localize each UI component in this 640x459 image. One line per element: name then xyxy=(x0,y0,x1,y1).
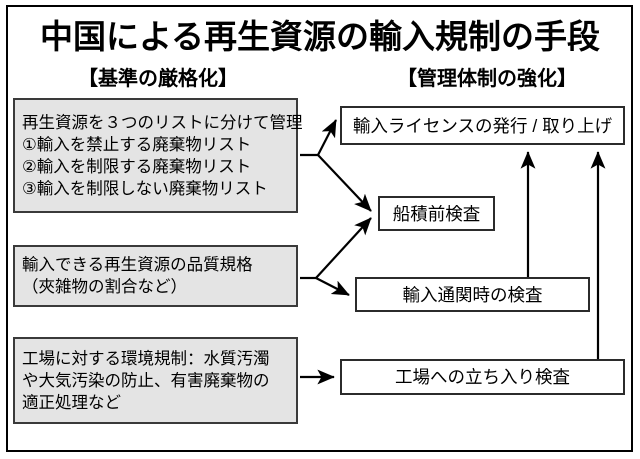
box-line: 輸入できる再生資源の品質規格 xyxy=(22,256,253,274)
box-line: ②輸入を制限する廃棄物リスト xyxy=(22,157,252,176)
subheading-left: 【基準の厳格化】 xyxy=(78,68,238,90)
box-line: 船積前検査 xyxy=(392,203,481,224)
box-preshipment-inspection: 船積前検査 xyxy=(378,196,495,231)
box-waste-lists: 再生資源を３つのリストに分けて管理 ①輸入を禁止する廃棄物リスト ②輸入を制限す… xyxy=(13,98,303,213)
box-line: 輸入ライセンスの発行 / 取り上げ xyxy=(352,115,613,136)
box-onsite-factory-inspection: 工場への立ち入り検査 xyxy=(340,359,625,395)
outer-frame xyxy=(6,5,633,452)
box-line: 工場への立ち入り検査 xyxy=(395,367,570,387)
box-line: 再生資源を３つのリストに分けて管理 xyxy=(22,113,303,132)
box-line: や大気汚染の防止、有害廃棄物の xyxy=(22,371,270,390)
box-line: 輸入通関時の検査 xyxy=(402,284,543,305)
box-line: ③輸入を制限しない廃棄物リスト xyxy=(22,179,268,198)
box-line: 適正処理など xyxy=(22,393,121,412)
box-line: （夾雑物の割合など） xyxy=(22,278,187,296)
box-quality-standards: 輸入できる再生資源の品質規格 （夾雑物の割合など） xyxy=(13,245,298,307)
box-factory-environmental-rules: 工場に対する環境規制：水質汚濁 や大気汚染の防止、有害廃棄物の 適正処理など xyxy=(13,337,298,424)
box-line: 工場に対する環境規制：水質汚濁 xyxy=(22,349,270,368)
box-customs-inspection: 輸入通関時の検査 xyxy=(355,277,590,312)
box-line: ①輸入を禁止する廃棄物リスト xyxy=(22,135,252,154)
page-title: 中国による再生資源の輸入規制の手段 xyxy=(39,18,600,55)
subheading-right: 【管理体制の強化】 xyxy=(397,68,577,90)
box-import-license: 輸入ライセンスの発行 / 取り上げ xyxy=(340,106,625,145)
